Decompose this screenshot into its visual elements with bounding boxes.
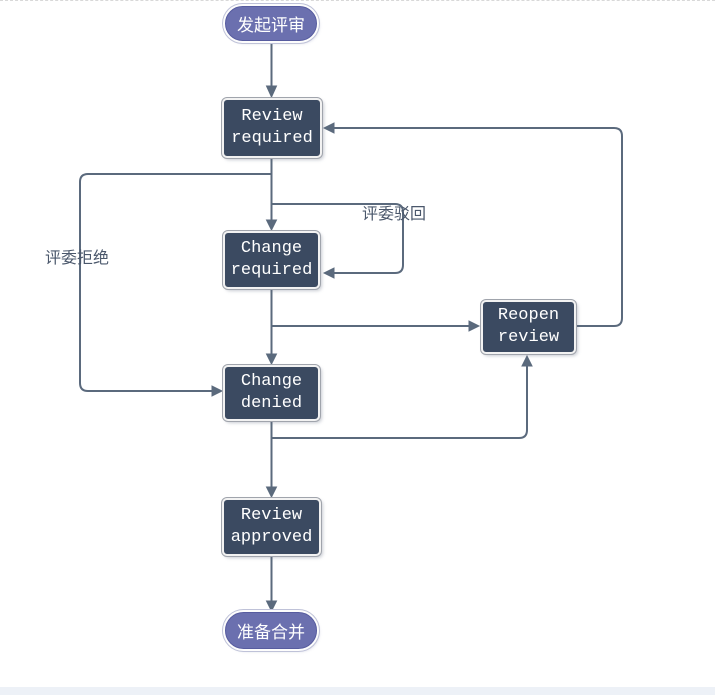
edge-label-refuse: 评委拒绝 bbox=[45, 250, 110, 268]
edge-review-approved-to-end bbox=[265, 556, 278, 613]
node-start[interactable]: 发起评审 bbox=[225, 6, 317, 41]
node-reopen-review-line1: Reopen bbox=[497, 306, 560, 325]
node-review-approved[interactable]: Review approved bbox=[222, 498, 321, 556]
node-end[interactable]: 准备合并 bbox=[225, 612, 317, 649]
node-review-required-line1: Review bbox=[241, 107, 303, 126]
node-change-required-line2: required bbox=[230, 261, 313, 280]
node-reopen-review[interactable]: Reopen review bbox=[481, 300, 576, 354]
node-end-label: 准备合并 bbox=[237, 624, 305, 644]
node-review-approved-line1: Review bbox=[240, 506, 303, 525]
edge-label-reject: 评委驳回 bbox=[362, 206, 427, 224]
node-change-denied-line2: denied bbox=[240, 394, 303, 413]
edge-change-required-to-reopen-review bbox=[271, 320, 481, 332]
node-review-required-line2: required bbox=[231, 129, 313, 148]
node-change-required[interactable]: Change required bbox=[223, 231, 320, 289]
edge-reopen-review-to-review-required bbox=[322, 122, 623, 327]
node-change-denied[interactable]: Change denied bbox=[223, 365, 320, 421]
node-change-required-line1: Change bbox=[240, 239, 303, 258]
edge-review-required-to-change-required bbox=[265, 158, 278, 232]
bottom-band bbox=[0, 687, 715, 695]
node-review-approved-line2: approved bbox=[230, 528, 313, 547]
edge-change-required-to-change-denied bbox=[265, 289, 278, 366]
node-start-label: 发起评审 bbox=[237, 17, 305, 37]
edge-change-denied-to-review-approved bbox=[265, 422, 278, 499]
node-review-required[interactable]: Review required bbox=[222, 98, 322, 158]
node-change-denied-line1: Change bbox=[240, 372, 303, 391]
edge-start-to-review-required bbox=[265, 42, 278, 99]
node-reopen-review-line2: review bbox=[497, 328, 560, 347]
